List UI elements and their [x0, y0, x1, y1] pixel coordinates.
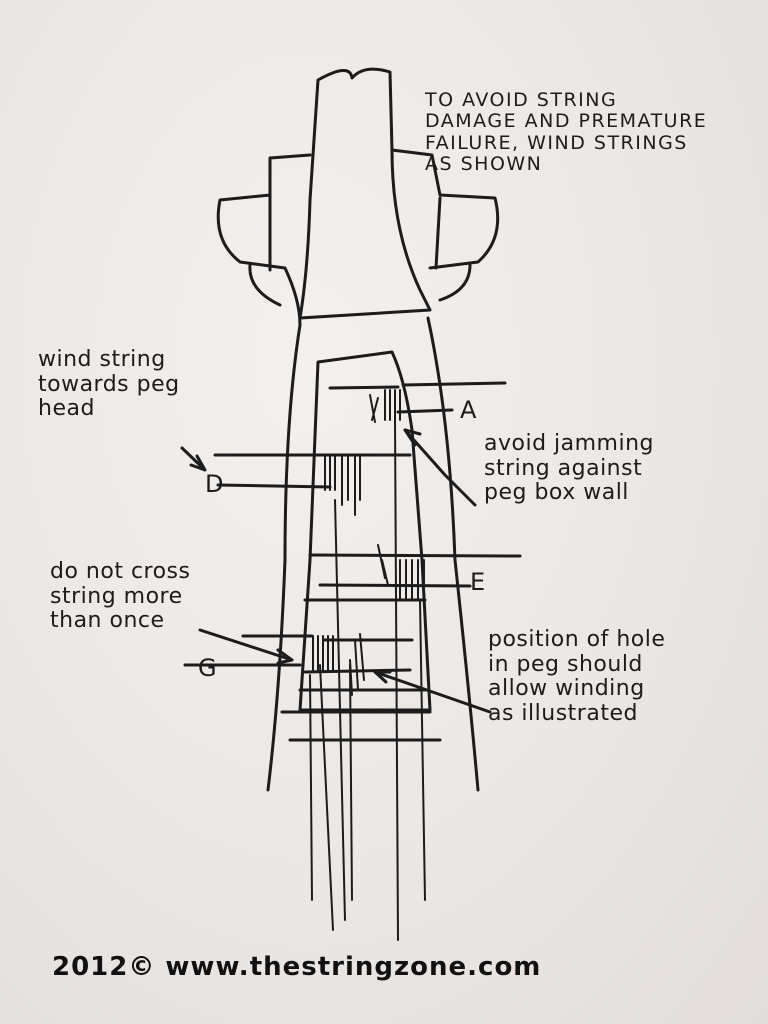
pegbox-outer-left — [266, 323, 302, 792]
winding-e — [377, 544, 425, 601]
arrow-d — [180, 446, 207, 472]
arrow-a-jam — [403, 428, 477, 507]
arrow-hole — [373, 670, 492, 714]
top-instruction-note: TO AVOID STRING DAMAGE AND PREMATURE FAI… — [425, 89, 708, 175]
wind-towards-note: wind string towards peg head — [38, 347, 180, 422]
pegbox-outer-right — [426, 316, 480, 792]
position-hole-note: position of hole in peg should allow win… — [488, 627, 666, 726]
scroll-volute-left — [216, 153, 312, 327]
scroll-top — [298, 67, 432, 320]
winding-g — [312, 633, 365, 696]
strings-down — [309, 419, 426, 941]
avoid-jamming-note: avoid jamming string against peg box wal… — [484, 431, 655, 506]
peg-e — [308, 553, 522, 588]
peg-g — [183, 634, 414, 674]
scroll-volute-right — [390, 148, 500, 270]
string-label-g: G — [198, 654, 217, 682]
do-not-cross-note: do not cross string more than once — [50, 559, 191, 634]
winding-d — [324, 454, 361, 516]
peg-a — [328, 381, 507, 414]
string-label-e: E — [470, 568, 486, 596]
pegbox-opening — [298, 350, 432, 712]
string-label-a: A — [460, 396, 477, 424]
string-label-d: D — [205, 470, 224, 498]
winding-a — [369, 389, 401, 423]
arrow-cross — [198, 628, 294, 665]
copyright-footer: 2012© www.thestringzone.com — [52, 952, 542, 982]
